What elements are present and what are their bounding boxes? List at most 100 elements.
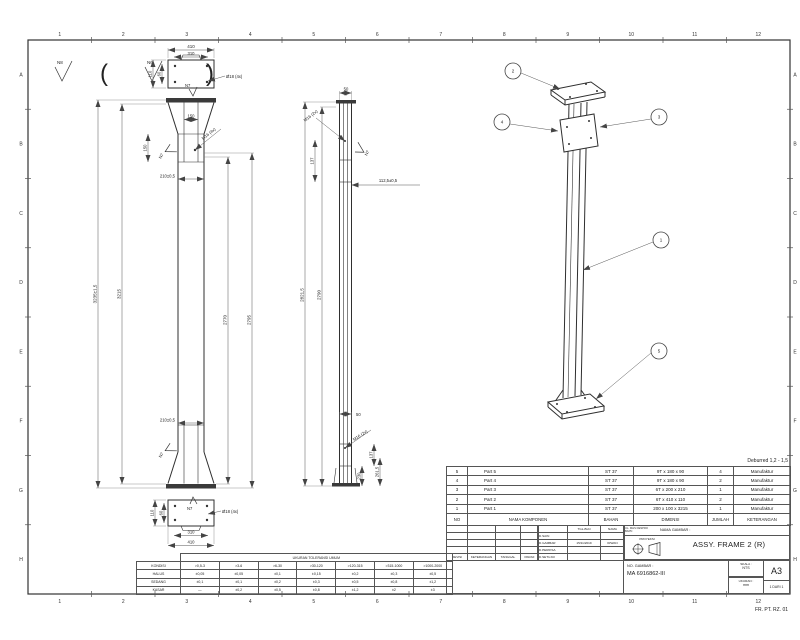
tolerance-value: ±0,3 bbox=[373, 569, 414, 579]
revision-grid: REVISI KETERANGAN TANGGAL PARAF bbox=[446, 525, 539, 561]
parts-cell-no: 2 bbox=[446, 494, 468, 505]
approval-cell: D.SAIN bbox=[537, 532, 568, 540]
dim-bottomview-holespan: 60 bbox=[159, 510, 164, 515]
grid-col-label: 7 bbox=[439, 599, 442, 605]
grid-col-label: 6 bbox=[376, 32, 379, 38]
balloon-4: 4 bbox=[493, 113, 559, 133]
dim-bottomview-depth: 110 bbox=[150, 509, 155, 516]
parts-header-row: NO NAMA KOMPONEN BAHAN DIMENSI JUMLAH KE… bbox=[446, 512, 791, 526]
parts-cell-note: Manufaktur bbox=[733, 503, 791, 514]
svg-text:4: 4 bbox=[501, 120, 504, 125]
grid-row-label: G bbox=[19, 488, 23, 494]
parts-cell-no: 3 bbox=[446, 484, 468, 496]
dim-bottomview-inner: 310 bbox=[188, 530, 196, 535]
isometric-view: 2 3 4 1 5 bbox=[493, 62, 670, 420]
dim-side-span-b: 261,5 bbox=[375, 466, 380, 477]
roughness-symbol-icon bbox=[164, 143, 177, 153]
parts-header-no: NO bbox=[446, 512, 468, 526]
grid-row-label: D bbox=[19, 280, 23, 286]
drawing-number-label: NO. GAMBAR : bbox=[627, 564, 654, 568]
grid-col-label: 5 bbox=[312, 599, 315, 605]
dim-head-width: 150 bbox=[188, 114, 196, 119]
approval-cell bbox=[600, 546, 625, 554]
side-view: 50 M16 (2x) 137 N7 112,5±0,5 2821,5 2790… bbox=[300, 87, 420, 487]
tolerance-row-label: HALUS bbox=[136, 569, 181, 579]
dim-inner-a: 2770 bbox=[223, 314, 228, 325]
grid-col-label: 4 bbox=[249, 599, 252, 605]
svg-text:5: 5 bbox=[658, 349, 661, 354]
tolerance-value: ±0,1 bbox=[218, 577, 259, 587]
parts-cell-dim: 9T x 180 x 90 bbox=[633, 465, 708, 477]
parts-cell-no: 1 bbox=[446, 503, 468, 514]
form-code: FR. PT. RZ. 01 bbox=[755, 607, 788, 613]
grid-row-label: C bbox=[793, 211, 797, 217]
roughness-symbol-icon bbox=[188, 86, 198, 97]
grid-col-label: 8 bbox=[503, 32, 506, 38]
tolerance-title: UKURAN TOLERANSI UMUM bbox=[180, 552, 453, 563]
grid-col-label: 3 bbox=[185, 32, 188, 38]
dim-side-span-a: 230 bbox=[357, 472, 362, 480]
finish-n6-label: N6 bbox=[147, 60, 153, 65]
approval-cell: IRWAN bbox=[600, 539, 625, 547]
finish-n8-label: N8 bbox=[57, 60, 63, 65]
parts-cell-dim: 9T x 180 x 90 bbox=[633, 475, 708, 486]
grid-col-label: 7 bbox=[439, 32, 442, 38]
tolerance-row-label: KASAR bbox=[136, 585, 181, 595]
paper-size: A3 bbox=[763, 560, 790, 581]
approval-row: D.PERIKSA bbox=[537, 546, 625, 554]
roughness-symbol-icon bbox=[189, 496, 198, 505]
parts-header-qty: JUMLAH bbox=[707, 512, 734, 526]
dim-bottomview-width: 410 bbox=[188, 540, 196, 545]
parts-cell-qty: 2 bbox=[707, 494, 734, 505]
roughness-symbol-icon bbox=[354, 142, 365, 153]
approval-name-header: NAMA bbox=[600, 525, 625, 533]
tolerance-row-label: SEDANG bbox=[136, 577, 181, 587]
parts-cell-qty: 1 bbox=[707, 503, 734, 514]
tolerance-header-row: KONDISI>0,5-3>3-6>6-30>30-120>120-315>31… bbox=[136, 561, 453, 571]
tolerance-condition-header: KONDISI bbox=[136, 561, 181, 571]
parts-cell-dim: 6T x 410 x 110 bbox=[633, 494, 708, 505]
svg-text:2: 2 bbox=[512, 69, 515, 74]
tolerance-title-row: UKURAN TOLERANSI UMUM bbox=[137, 552, 453, 563]
tolerance-value: ±0,2 bbox=[335, 569, 375, 579]
parts-cell-nm: Part 3 bbox=[467, 484, 589, 496]
parts-cell-mat: ST 37 bbox=[588, 484, 634, 496]
parts-cell-nm: Part 4 bbox=[467, 475, 589, 486]
approval-cell: 15/11/2019 bbox=[567, 539, 601, 547]
tolerance-value: ±2 bbox=[373, 585, 414, 595]
deburr-note: Deburred 1,2 - 1,5 bbox=[747, 458, 788, 464]
finish-n7-label: N7 bbox=[363, 149, 370, 157]
tolerance-value: ±0,05 bbox=[218, 569, 259, 579]
dim-side-bottom-thread: M16 (2x) bbox=[352, 428, 369, 442]
parts-cell-no: 5 bbox=[446, 465, 468, 477]
grid-row-label: B bbox=[19, 142, 23, 148]
tolerance-range: >1000-2000 bbox=[412, 561, 453, 571]
grid-col-label: 12 bbox=[755, 599, 761, 605]
tolerance-row: SEDANG±0,1±0,1±0,2±0,3±0,5±0,8±1,2 bbox=[136, 577, 453, 587]
tolerance-value: ±0,1 bbox=[180, 577, 220, 587]
drawing-name: ASSY. FRAME 2 (R) bbox=[692, 540, 766, 549]
parts-cell-nm: Part 5 bbox=[467, 465, 589, 477]
projection-label: PROYEKSI bbox=[639, 537, 655, 541]
tolerance-range: >315-1000 bbox=[373, 561, 414, 571]
parts-cell-note: Manufaktur bbox=[733, 475, 791, 486]
dim-side-bottom-depth: 137 bbox=[369, 451, 374, 459]
parts-cell-mat: ST 37 bbox=[588, 503, 634, 514]
grid-col-label: 10 bbox=[628, 32, 634, 38]
dim-bottomview-holenote: Ø18 (4x) bbox=[222, 509, 239, 514]
grid-col-label: 4 bbox=[249, 32, 252, 38]
grid-row-label: F bbox=[793, 419, 796, 425]
grid-col-label: 1 bbox=[58, 599, 61, 605]
approval-cell bbox=[600, 532, 625, 540]
tolerance-range: >30-120 bbox=[296, 561, 337, 571]
grid-row-label: B bbox=[793, 142, 797, 148]
parts-header-material: BAHAN bbox=[588, 512, 634, 526]
